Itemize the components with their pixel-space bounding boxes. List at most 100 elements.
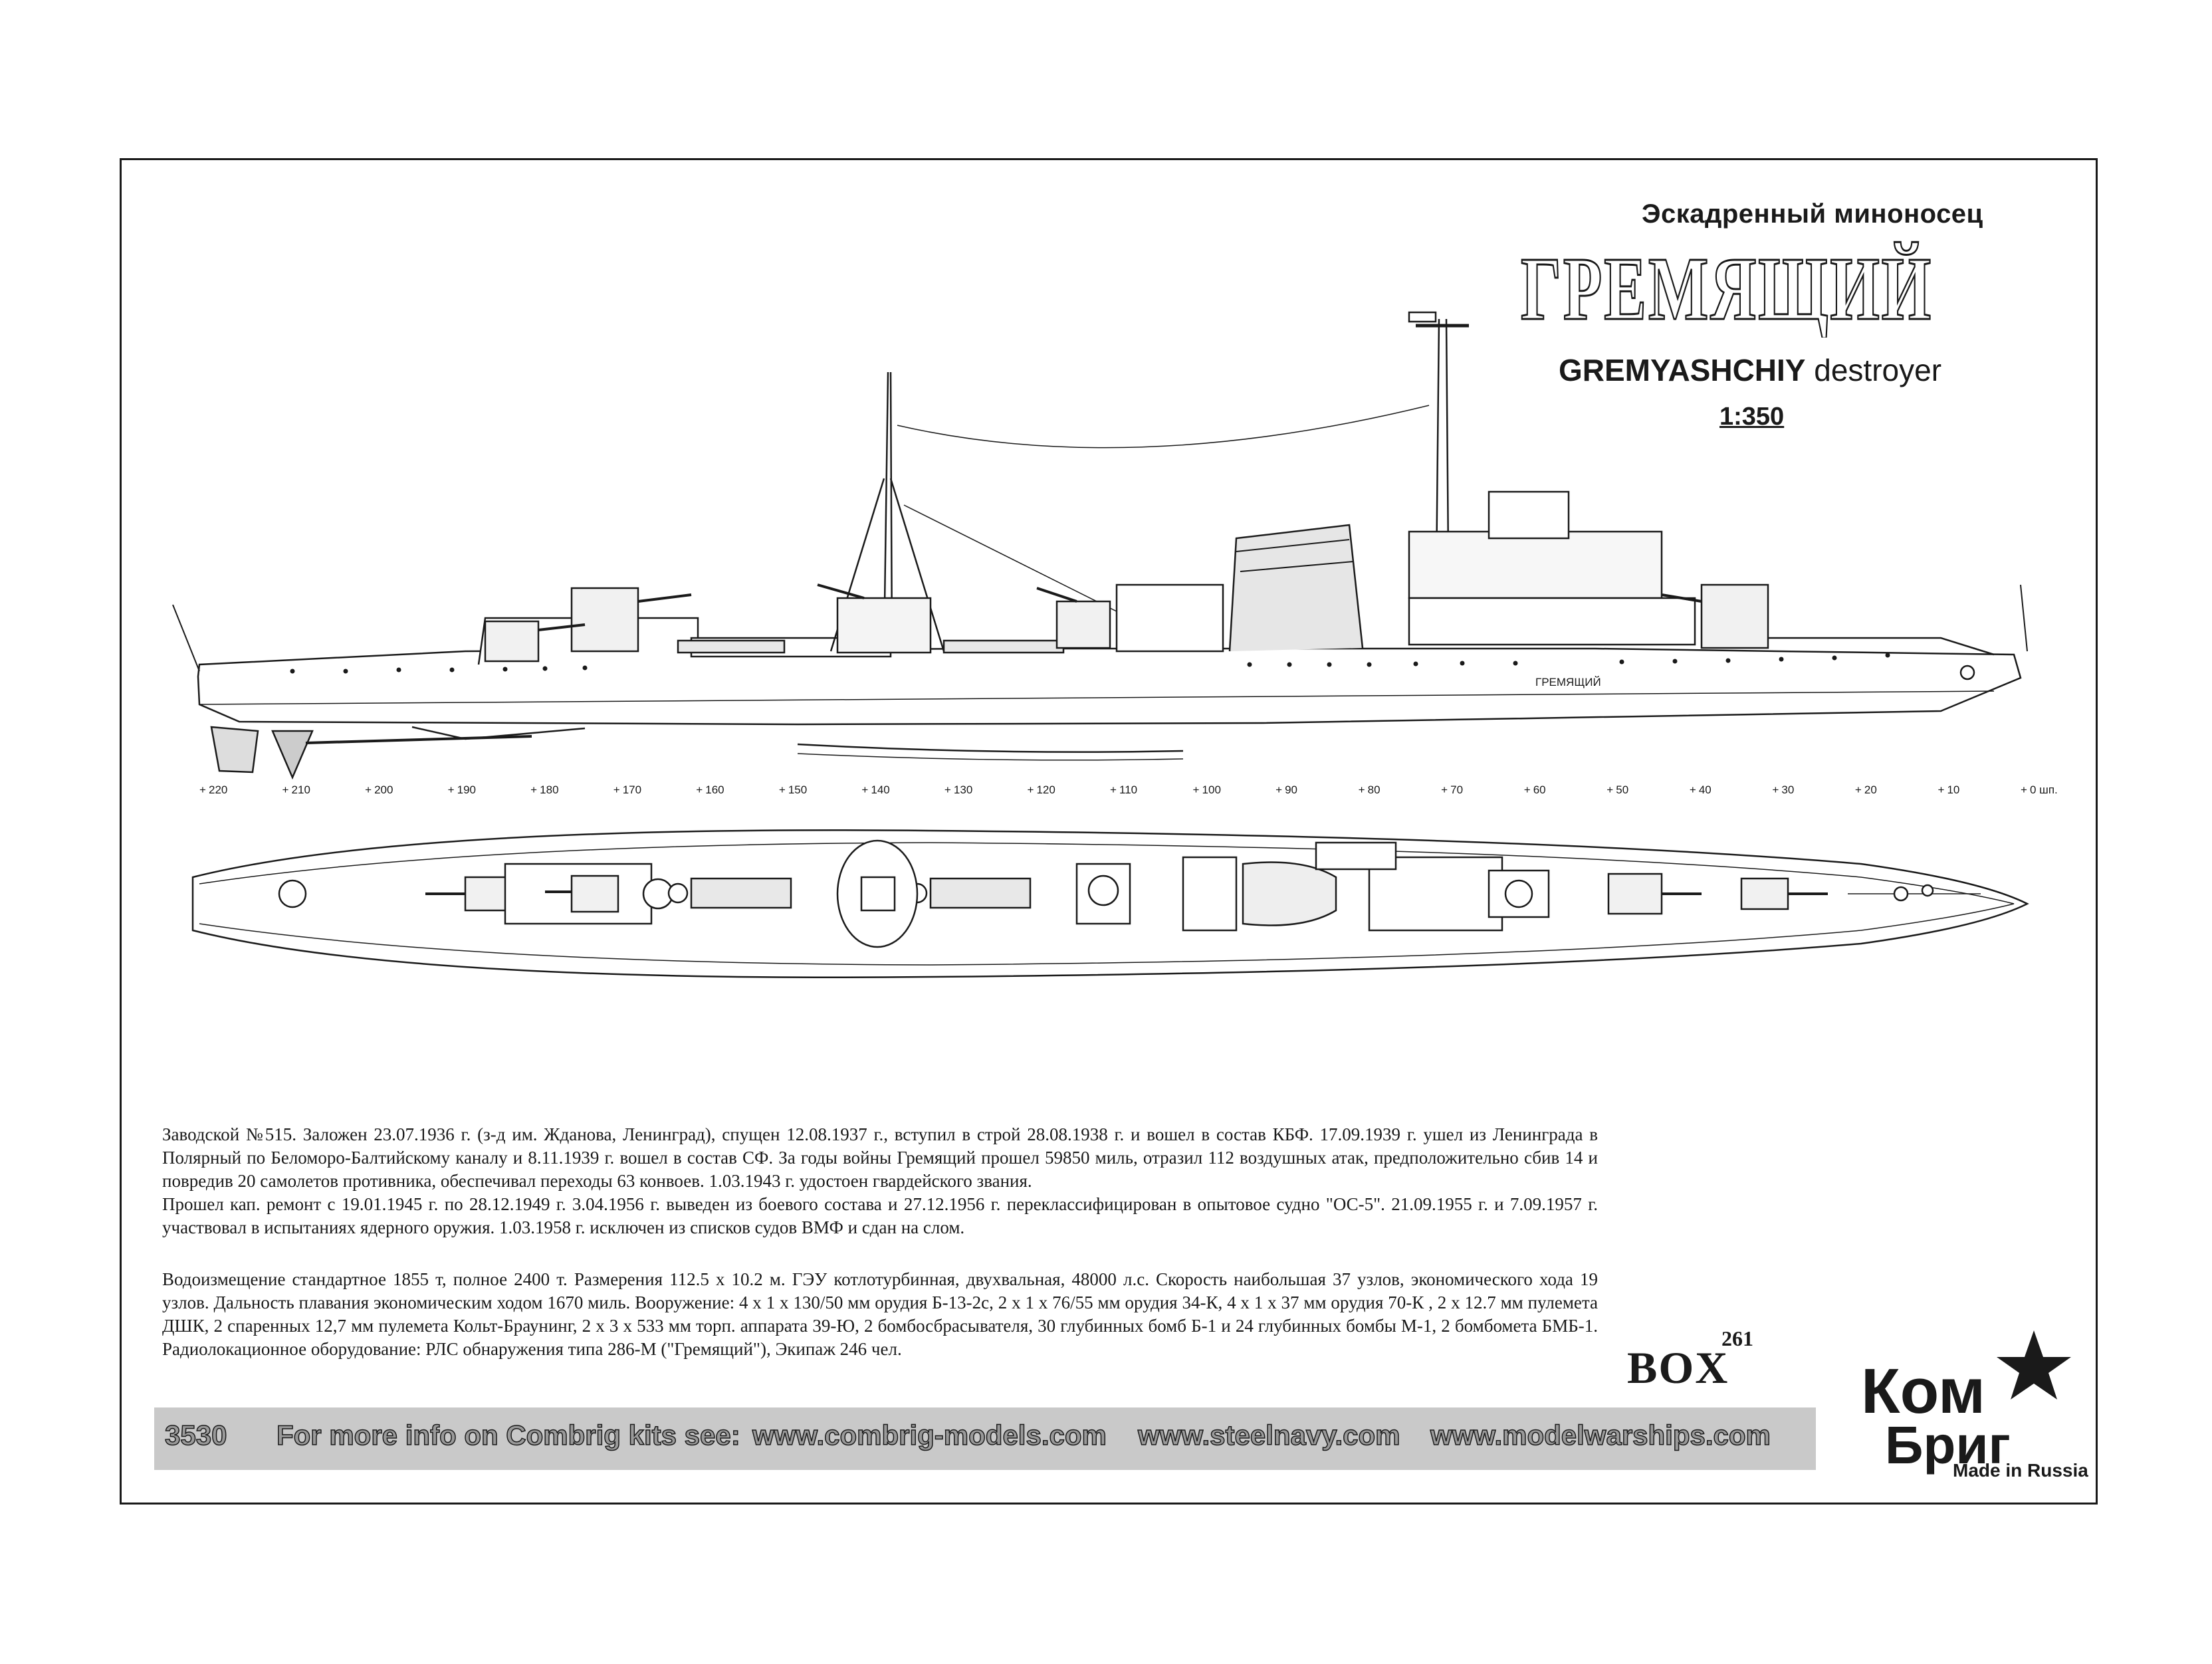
frame-label: 50 xyxy=(1616,783,1628,796)
aa-gun-plan xyxy=(1087,875,1119,906)
plan-view xyxy=(191,829,2029,978)
ship-history: Заводской №515. Заложен 23.07.1936 г. (з… xyxy=(162,1123,1598,1239)
frame-label: 10 xyxy=(1947,783,1959,796)
anchor xyxy=(1959,665,1975,680)
frame-scale: +220+210+200+190+180+170+160+150+140+130… xyxy=(199,783,2058,796)
radar-antenna xyxy=(1408,311,1437,323)
antenna-wires xyxy=(897,405,1430,449)
star-icon xyxy=(1997,1330,2071,1400)
ship-type-russian: Эскадренный миноносец xyxy=(1642,199,1983,229)
torpedo-tubes-fwd xyxy=(942,639,1065,654)
propeller xyxy=(271,730,314,780)
frame-label: 130 xyxy=(954,783,972,796)
frame-tick: + xyxy=(1027,783,1034,796)
gun-director xyxy=(1488,490,1570,540)
ship-name-russian-text: ГРЕМЯЩИЙ xyxy=(1521,239,1933,338)
fwd-gun-plan-1 xyxy=(1740,877,1789,910)
fwd-gun-plan-2 xyxy=(1607,873,1663,915)
frame-tick: + xyxy=(2021,783,2027,796)
frame-label: 90 xyxy=(1285,783,1297,796)
ship-name-russian: ГРЕМЯЩИЙ xyxy=(1520,239,1933,338)
ship-name-english-bold: GREMYASHCHIY xyxy=(1559,353,1806,387)
url-combrig[interactable]: www.combrig-models.com xyxy=(752,1419,1107,1451)
box-number: 261 xyxy=(1721,1326,1753,1350)
frame-label: 100 xyxy=(1202,783,1221,796)
frame-tick: + xyxy=(448,783,455,796)
footer-info-text: For more info on Combrig kits see: xyxy=(276,1419,740,1451)
frame-tick: + xyxy=(696,783,703,796)
drawing-scale: 1:350 xyxy=(1719,403,1785,431)
history-paragraph-1: Заводской №515. Заложен 23.07.1936 г. (з… xyxy=(162,1124,1598,1191)
torpedo-tubes-aft xyxy=(677,639,786,654)
frame-label: 160 xyxy=(705,783,724,796)
frame-label: 120 xyxy=(1036,783,1055,796)
box-label: BOX xyxy=(1627,1342,1729,1393)
ship-type-english: destroyer xyxy=(1814,353,1942,387)
searchlight-platform xyxy=(1115,583,1224,653)
frame-tick: + xyxy=(1441,783,1448,796)
made-in-russia: Made in Russia xyxy=(1953,1460,2088,1481)
frame-label: 60 xyxy=(1533,783,1546,796)
frame-tick: + xyxy=(1937,783,1944,796)
torpedo-tubes-aft-plan xyxy=(690,877,792,909)
frame-label: 170 xyxy=(623,783,641,796)
frame-label: 20 xyxy=(1864,783,1877,796)
frame-label: 150 xyxy=(788,783,807,796)
logo-line-1: Ком xyxy=(1861,1356,1985,1427)
frame-tick: + xyxy=(1275,783,1282,796)
gun-mount-2 xyxy=(1055,600,1111,649)
frame-label: 110 xyxy=(1119,783,1137,796)
frame-tick: + xyxy=(1772,783,1779,796)
frame-label: 210 xyxy=(292,783,310,796)
frame-label: 190 xyxy=(457,783,476,796)
frame-label: 220 xyxy=(209,783,227,796)
frame-tick: + xyxy=(613,783,620,796)
frame-tick: + xyxy=(530,783,537,796)
bilge-keel xyxy=(797,743,1184,753)
frame-tick: + xyxy=(779,783,786,796)
funnel-plan xyxy=(1242,861,1337,926)
frame-label: 0 шп. xyxy=(2030,783,2058,796)
frame-label: 80 xyxy=(1368,783,1381,796)
logo-line-2: Бриг xyxy=(1885,1415,2011,1475)
frame-tick: + xyxy=(1359,783,1365,796)
frame-label: 30 xyxy=(1781,783,1794,796)
drawing-sheet-frame xyxy=(120,158,2098,1505)
url-steelnavy[interactable]: www.steelnavy.com xyxy=(1137,1419,1400,1451)
frame-label: 70 xyxy=(1450,783,1463,796)
frame-tick: + xyxy=(944,783,951,796)
gun-mount-4 xyxy=(484,620,540,663)
depth-charge-rack xyxy=(278,879,307,908)
frame-tick: + xyxy=(1855,783,1862,796)
frame-tick: + xyxy=(199,783,206,796)
url-modelwarships[interactable]: www.modelwarships.com xyxy=(1430,1419,1771,1451)
hull-outline xyxy=(197,647,2022,726)
side-profile-view xyxy=(172,311,2028,780)
combrig-logo: Ком Бриг xyxy=(1861,1330,2071,1475)
frame-tick: + xyxy=(1193,783,1200,796)
frame-tick: + xyxy=(1110,783,1117,796)
portholes xyxy=(290,653,1890,674)
hull-name-marking: ГРЕМЯЩИЙ xyxy=(1535,676,1601,688)
frame-tick: + xyxy=(365,783,372,796)
ship-specifications: Водоизмещение стандартное 1855 т, полное… xyxy=(162,1269,1598,1359)
frame-tick: + xyxy=(1524,783,1531,796)
shaft-bracket xyxy=(411,726,586,740)
frame-tick: + xyxy=(1606,783,1613,796)
ship-name-english: GREMYASHCHIY destroyer xyxy=(1559,352,1941,388)
frame-label: 40 xyxy=(1699,783,1712,796)
footer-band: 3530 For more info on Combrig kits see: … xyxy=(154,1407,1816,1470)
torpedo-tubes-fwd-plan xyxy=(929,877,1032,909)
frame-label: 140 xyxy=(871,783,889,796)
gun-mount-1 xyxy=(1700,583,1769,649)
rudder xyxy=(210,726,259,774)
kit-number: 3530 xyxy=(164,1419,227,1451)
frame-tick: + xyxy=(1690,783,1696,796)
bridge xyxy=(1408,530,1663,599)
funnel xyxy=(1228,524,1364,652)
frame-tick: + xyxy=(282,783,289,796)
aft-gun-plan-3 xyxy=(570,875,619,913)
frame-label: 200 xyxy=(374,783,393,796)
history-paragraph-2: Прошел кап. ремонт с 19.01.1945 г. по 28… xyxy=(162,1194,1598,1237)
